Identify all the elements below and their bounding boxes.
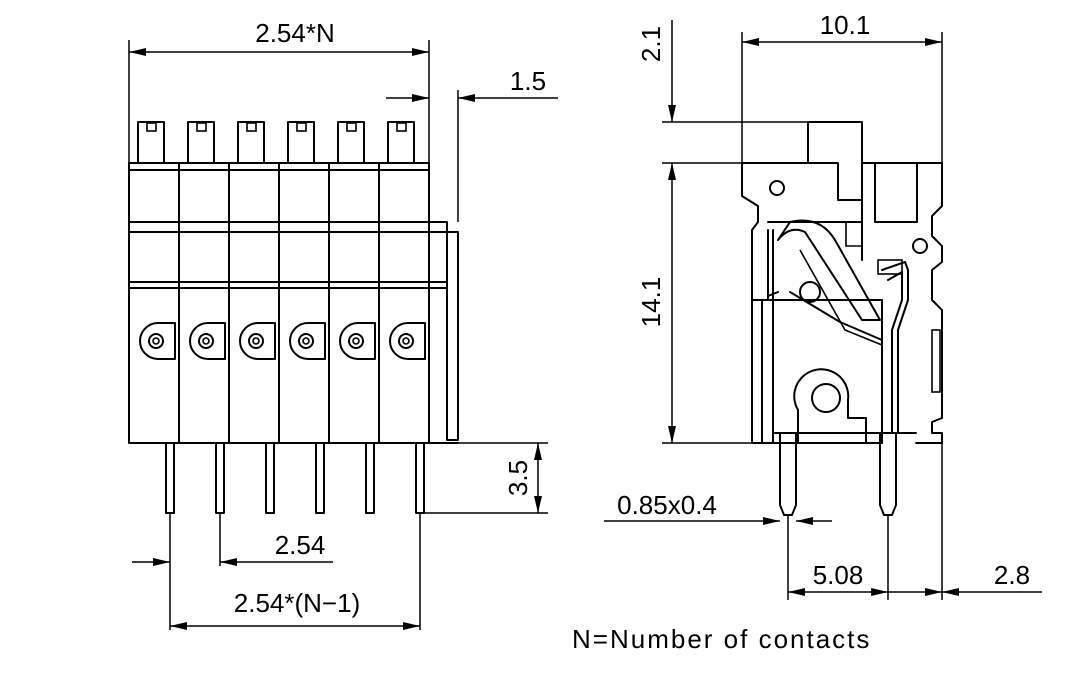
wire-entry-1 (139, 322, 176, 360)
wire-entry-4 (289, 322, 326, 360)
push-button-5 (337, 121, 365, 164)
dim-total-width: 2.54*N (255, 18, 335, 48)
contacts-note: N=Number of contacts (572, 624, 871, 654)
push-button-2 (187, 121, 215, 164)
front-dimensions: 2.54*N 1.5 3.5 2.54 2.54*(N−1) (128, 18, 558, 630)
side-view (741, 121, 943, 516)
dim-edge-offset: 2.8 (994, 560, 1030, 590)
side-pin-left (779, 432, 797, 516)
dim-depth: 10.1 (820, 10, 871, 40)
dim-pin-pitch: 2.54 (275, 530, 326, 560)
wire-entry-5 (339, 322, 376, 360)
dim-top-height: 2.1 (636, 26, 666, 62)
pole-dividers (178, 162, 380, 444)
side-dimensions: 2.1 14.1 10.1 0.85x0.4 5.08 2.8 (604, 10, 1042, 600)
push-buttons (137, 121, 415, 164)
side-pin-right (879, 432, 897, 516)
dim-body-height: 14.1 (636, 277, 666, 328)
wire-entry-6 (389, 322, 426, 360)
push-button-6 (387, 121, 415, 164)
dim-pin-spacing: 5.08 (813, 560, 864, 590)
push-button-4 (287, 121, 315, 164)
dim-pin-length: 3.5 (503, 460, 533, 496)
front-view (128, 121, 459, 514)
wire-entry-2 (189, 322, 226, 360)
dim-pin-span: 2.54*(N−1) (234, 588, 360, 618)
clamp-lever (777, 219, 881, 321)
push-button-3 (237, 121, 265, 164)
dim-pin-section: 0.85x0.4 (617, 490, 717, 520)
wire-entries (139, 322, 426, 360)
wire-entry-3 (239, 322, 276, 360)
pins (165, 442, 425, 514)
push-button-1 (137, 121, 165, 164)
dim-offset: 1.5 (510, 66, 546, 96)
